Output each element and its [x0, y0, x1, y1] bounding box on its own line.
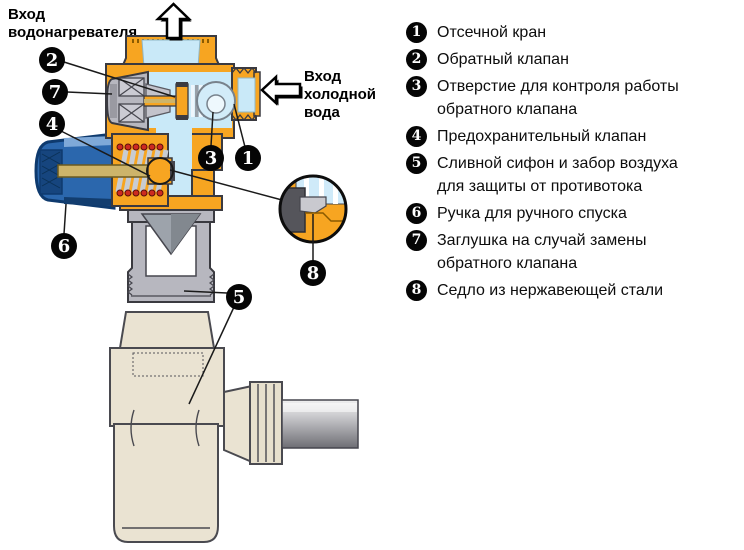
svg-text:8: 8 [307, 263, 320, 284]
legend-line: обратного клапана [437, 101, 578, 118]
legend-badge-5: 5 [406, 153, 427, 174]
legend-line: Предохранительный клапан [437, 128, 647, 145]
legend-item-3: 3 Отверстие для контроля работы обратног… [406, 75, 742, 121]
callouts: 1 2 3 4 5 6 7 8 [39, 47, 326, 310]
callout-5: 5 [226, 284, 252, 310]
cold-water-label-line: холодной [304, 86, 377, 103]
legend-line: Седло из нержавеющей стали [437, 282, 664, 299]
leader-line-5a [183, 290, 228, 294]
leader-line-4 [60, 130, 151, 177]
valve-cutaway-diagram: 1 2 3 4 5 6 7 8 [34, 2, 359, 543]
stainless-seat [299, 196, 327, 214]
heater-inlet-label-line: Вход [8, 6, 46, 23]
legend-line: Сливной сифон и забор воздуха [437, 155, 678, 172]
legend-item-8: 8 Седло из нержавеющей стали [406, 279, 742, 302]
legend-text-3: Отверстие для контроля работы обратного … [437, 75, 679, 121]
legend-text-5: Сливной сифон и забор воздуха для защиты… [437, 152, 678, 198]
legend-line: Отсечной кран [437, 24, 547, 41]
heater-inlet-label: Вход водонагревателя [8, 6, 137, 42]
legend-line: для защиты от противотока [437, 178, 643, 195]
callout-1: 1 [235, 145, 261, 171]
leader-line-7 [66, 91, 113, 95]
leader-line-3 [210, 111, 214, 147]
cold-water-inlet [231, 66, 261, 122]
svg-text:1: 1 [242, 148, 255, 169]
legend-text-1: Отсечной кран [437, 21, 546, 44]
up-arrow-icon [154, 2, 193, 41]
legend-line: Заглушка на случай замены [437, 232, 647, 249]
legend-text-7: Заглушка на случай замены обратного клап… [437, 229, 647, 275]
leader-line-2 [63, 61, 176, 98]
legend-item-5: 5 Сливной сифон и забор воздуха для защи… [406, 152, 742, 198]
leader-line-6 [63, 203, 67, 235]
legend-badge-2: 2 [406, 49, 427, 70]
legend-badge-6: 6 [406, 203, 427, 224]
seat-zoom-marker [146, 157, 174, 185]
callout-7: 7 [42, 79, 68, 105]
legend-badge-3: 3 [406, 76, 427, 97]
cold-water-inlet-label: Вход холодной вода [304, 68, 376, 122]
legend-badge-1: 1 [406, 22, 427, 43]
heater-inlet-label-line: водонагревателя [8, 24, 138, 41]
legend-item-4: 4 Предохранительный клапан [406, 125, 742, 148]
svg-text:7: 7 [49, 82, 62, 103]
shutoff-ball-valve [196, 81, 236, 121]
spring-section-dots [116, 143, 164, 197]
callout-6: 6 [51, 233, 77, 259]
legend-line: Отверстие для контроля работы [437, 78, 679, 95]
leader-lines [60, 61, 314, 405]
svg-text:5: 5 [233, 287, 246, 308]
callout-3: 3 [198, 145, 224, 171]
svg-text:4: 4 [46, 114, 59, 135]
service-plug [105, 70, 149, 132]
svg-text:3: 3 [205, 148, 218, 169]
legend-badge-4: 4 [406, 126, 427, 147]
legend-item-7: 7 Заглушка на случай замены обратного кл… [406, 229, 742, 275]
cold-water-label-line: вода [304, 104, 340, 121]
svg-text:2: 2 [46, 50, 59, 71]
cold-water-arrow-icon [260, 74, 303, 106]
legend-text-2: Обратный клапан [437, 48, 569, 71]
legend-badge-8: 8 [406, 280, 427, 301]
callout-2: 2 [39, 47, 65, 73]
legend-badge-7: 7 [406, 230, 427, 251]
legend-line: Ручка для ручного спуска [437, 205, 627, 222]
tundish-funnel [127, 209, 215, 303]
leader-line-5b [188, 306, 235, 405]
legend-line: обратного клапана [437, 255, 578, 272]
legend-item-6: 6 Ручка для ручного спуска [406, 202, 742, 225]
legend-item-2: 2 Обратный клапан [406, 48, 742, 71]
leader-line-1 [233, 103, 246, 148]
cold-water-label-line: Вход [304, 68, 342, 85]
legend-line: Обратный клапан [437, 51, 569, 68]
legend-item-1: 1 Отсечной кран [406, 21, 742, 44]
drain-siphon [109, 311, 359, 543]
callout-4: 4 [39, 111, 65, 137]
legend-text-4: Предохранительный клапан [437, 125, 646, 148]
svg-text:6: 6 [58, 236, 71, 257]
legend-text-8: Седло из нержавеющей стали [437, 279, 663, 302]
callout-8: 8 [300, 260, 326, 286]
legend-text-6: Ручка для ручного спуска [437, 202, 627, 225]
legend: 1 Отсечной кран 2 Обратный клапан 3 Отве… [406, 21, 742, 306]
